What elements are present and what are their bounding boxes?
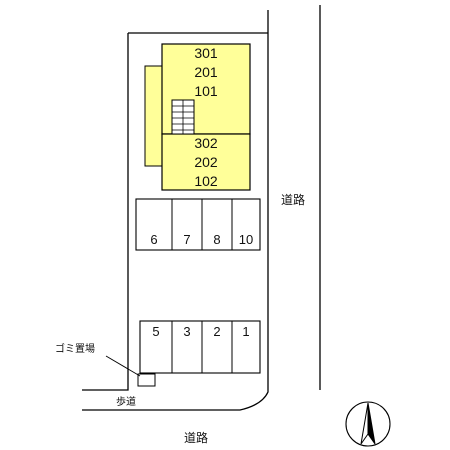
unit-label: 101: [194, 83, 218, 99]
parking-space: [139, 320, 261, 374]
unit-label: 201: [194, 64, 218, 80]
parking-space-label: 7: [183, 232, 190, 247]
unit-label: 202: [194, 154, 218, 170]
stair-block: [144, 65, 164, 167]
road-label-east: 道路: [281, 192, 305, 207]
lower-unit-block: [161, 133, 251, 191]
parking-space: [135, 198, 261, 251]
stairwell-steps: [172, 100, 194, 134]
parking-space-label: 6: [150, 232, 157, 247]
road-label-south: 道路: [184, 430, 208, 445]
garbage-leader-line: [105, 355, 141, 377]
unit-label: 302: [194, 135, 218, 151]
parking-space-label: 2: [213, 324, 220, 339]
parking-space-label: 5: [152, 324, 159, 339]
north-arrow-icon: [345, 401, 391, 447]
property-boundary: [82, 10, 269, 411]
parking-bottom-row: 5 3 2 1: [139, 320, 261, 374]
parking-space-label: 3: [183, 324, 190, 339]
parking-space-label: 8: [213, 232, 220, 247]
unit-label: 301: [194, 45, 218, 61]
unit-label: 102: [194, 173, 218, 189]
sidewalk-label: 歩道: [116, 395, 136, 408]
parking-space-label: 1: [242, 324, 249, 339]
building: 301 201 101 302 202 102: [144, 43, 251, 191]
parking-top-row: 6 7 8 10: [135, 198, 261, 251]
parking-space-label: 10: [239, 232, 253, 247]
garbage-area: [137, 373, 156, 387]
garbage-label: ゴミ置場: [55, 342, 95, 355]
